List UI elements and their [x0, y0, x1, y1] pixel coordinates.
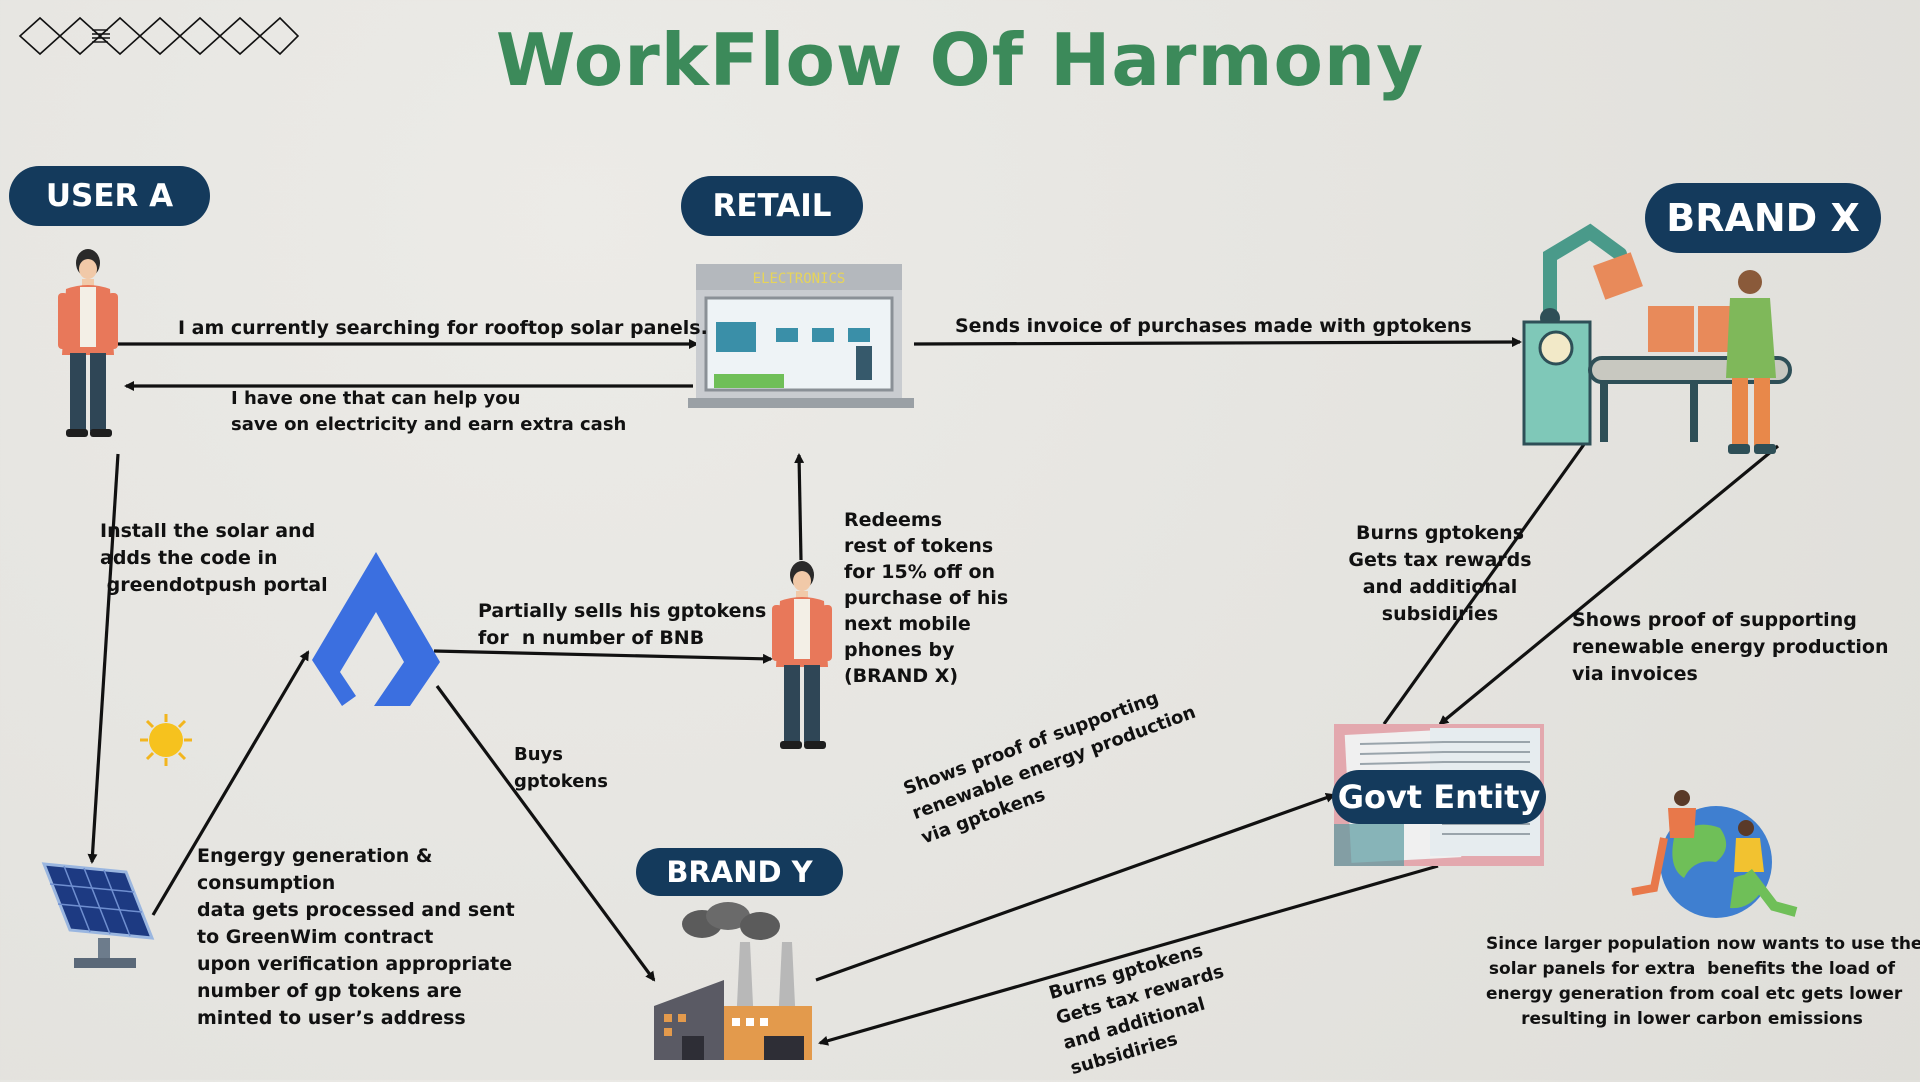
brand-y-badge: BRAND Y — [636, 848, 843, 896]
arrow-solar-to-lisk — [151, 650, 310, 916]
arrow-user-to-retail-up — [794, 453, 805, 561]
label-retail-to-brandx: Sends invoice of purchases made with gpt… — [955, 315, 1472, 337]
arrow-brandy-to-govt — [815, 792, 1336, 982]
store-icon: ELECTRONICS — [688, 264, 914, 408]
arrow-govt-to-brandx — [1382, 434, 1592, 725]
earth-people-icon — [1631, 790, 1798, 918]
govt-entity-badge: Govt Entity — [1332, 770, 1546, 824]
brand-x-badge: BRAND X — [1645, 183, 1881, 253]
diamond-chain-icon — [18, 16, 300, 56]
solar-panel-icon — [41, 862, 155, 968]
arrow-brandx-to-govt — [1438, 444, 1780, 726]
label-sells: Partially sells his gptokens for n numbe… — [478, 600, 767, 649]
arrow-lisk-to-brandy — [435, 685, 656, 982]
label-population: Since larger population now wants to use… — [1486, 934, 1920, 1029]
sun-icon — [140, 714, 192, 766]
factory-icon — [654, 902, 812, 1060]
factory-robot-icon — [1522, 223, 1792, 454]
label-energy: Engergy generation & consumption data ge… — [197, 845, 515, 1029]
label-govt-burn-x: Burns gptokens Gets tax rewards and addi… — [1348, 522, 1532, 625]
arrow-govt-to-brandy — [818, 864, 1439, 1046]
label-buys: Buys gptokens — [514, 744, 608, 792]
label-brandx-proof: Shows proof of supporting renewable ener… — [1572, 609, 1889, 685]
retail-badge: RETAIL — [681, 176, 863, 236]
label-retail-to-user: I have one that can help you save on ele… — [231, 388, 627, 435]
person-icon — [58, 249, 118, 437]
arrow-lisk-to-user — [433, 649, 773, 664]
arrow-user-to-solar — [87, 453, 120, 864]
store-sign: ELECTRONICS — [753, 271, 846, 287]
lisk-logo-icon — [312, 552, 440, 706]
label-user-to-retail: I am currently searching for rooftop sol… — [178, 317, 708, 339]
label-redeems: Redeems rest of tokens for 15% off on pu… — [844, 509, 1009, 687]
person-icon — [772, 561, 832, 749]
page-title: WorkFlow Of Harmony — [495, 18, 1425, 102]
arrow-retail-to-brandx — [913, 337, 1522, 348]
user-a-badge: USER A — [9, 166, 210, 226]
label-install: Install the solar and adds the code in g… — [100, 520, 328, 596]
